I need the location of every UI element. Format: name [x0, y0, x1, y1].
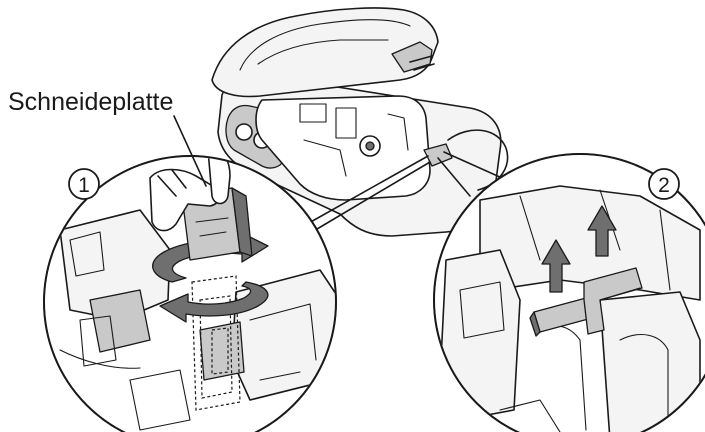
step1-callout — [43, 155, 337, 432]
up-arrow-icon — [541, 239, 571, 293]
label-printer — [211, 7, 509, 237]
up-arrow-icon — [587, 205, 617, 257]
step2-number: 2 — [658, 174, 670, 197]
step1-badge: 1 — [68, 168, 100, 200]
step2-badge: 2 — [648, 168, 680, 200]
step1-number: 1 — [78, 174, 90, 197]
cutter-label-text: Schneideplatte — [8, 88, 173, 116]
step2-callout — [433, 153, 705, 432]
cutter-label: Schneideplatte — [8, 88, 207, 187]
